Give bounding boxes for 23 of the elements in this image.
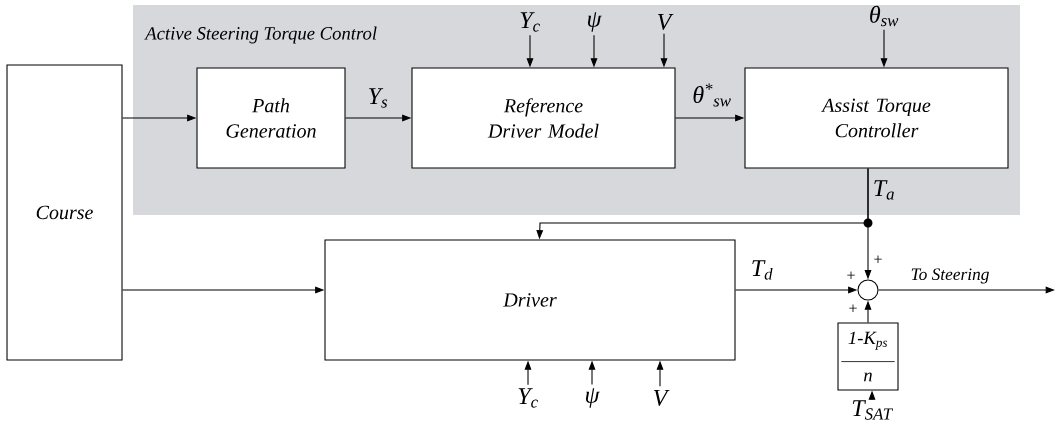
summing-junction [857, 279, 879, 301]
signal-label: V [653, 389, 670, 406]
block-box: Assist Torque Controller [744, 67, 1009, 169]
edge-label: θ$^{*}$sw [693, 83, 731, 107]
block-box: Course [6, 64, 123, 361]
edge-label: Y$_{s}$ [369, 88, 388, 108]
signal-label: T$_{SAT}$ [852, 400, 893, 420]
gain-box: 1-K$_{ps}$ n [837, 322, 899, 391]
block-box: Path Generation [196, 67, 346, 169]
edge-label: T$_{a}$ [874, 180, 894, 200]
signal-label: ψ [585, 388, 600, 408]
block-box: Driver [324, 239, 736, 361]
signal-label: V [657, 13, 674, 30]
edge-label: To Steering [911, 268, 989, 284]
signal-label: θ$_{sw}$ [870, 5, 899, 27]
signal-label: ψ [587, 12, 602, 32]
signal-label: Y$_{c}$ [520, 12, 540, 32]
signal-label: Y$_{c}$ [518, 388, 538, 408]
edge-label: T$_{d}$ [752, 260, 773, 280]
sign-label: + [874, 255, 882, 263]
sign-label: + [849, 304, 857, 312]
block-box: Reference Driver Model [411, 67, 676, 169]
sign-label: + [847, 271, 855, 279]
